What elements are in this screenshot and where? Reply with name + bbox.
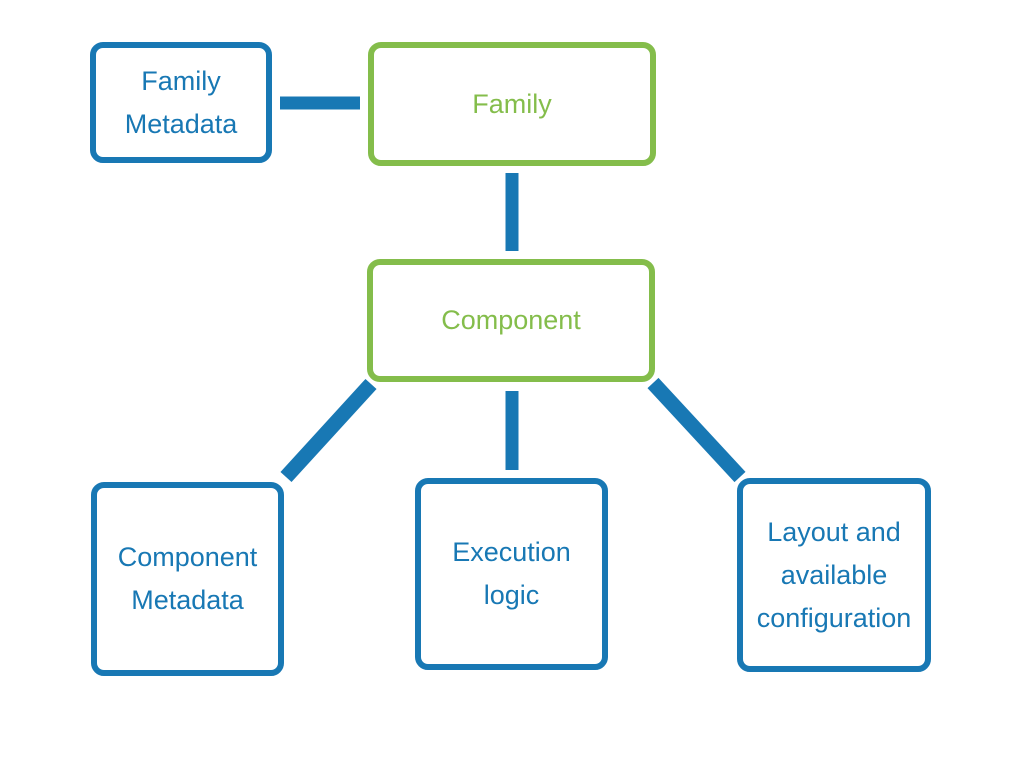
node-execution-logic: Execution logic xyxy=(415,478,608,670)
node-family: Family xyxy=(368,42,656,166)
node-family-metadata-label: Family Metadata xyxy=(124,65,238,139)
node-execution-logic-label: Execution logic xyxy=(452,537,571,610)
edge-component-layout-configuration xyxy=(647,377,746,483)
node-component: Component xyxy=(367,259,655,382)
node-component-label: Component xyxy=(441,305,581,335)
node-component-metadata: Component Metadata xyxy=(91,482,284,676)
node-family-label: Family xyxy=(472,88,552,119)
node-layout-configuration: Layout and available configuration xyxy=(737,478,931,672)
node-component-metadata-label: Component Metadata xyxy=(117,542,258,615)
node-layout-configuration-label: Layout and available configuration xyxy=(756,516,912,633)
edge-component-component-metadata xyxy=(280,378,377,483)
node-family-metadata: Family Metadata xyxy=(90,42,272,163)
